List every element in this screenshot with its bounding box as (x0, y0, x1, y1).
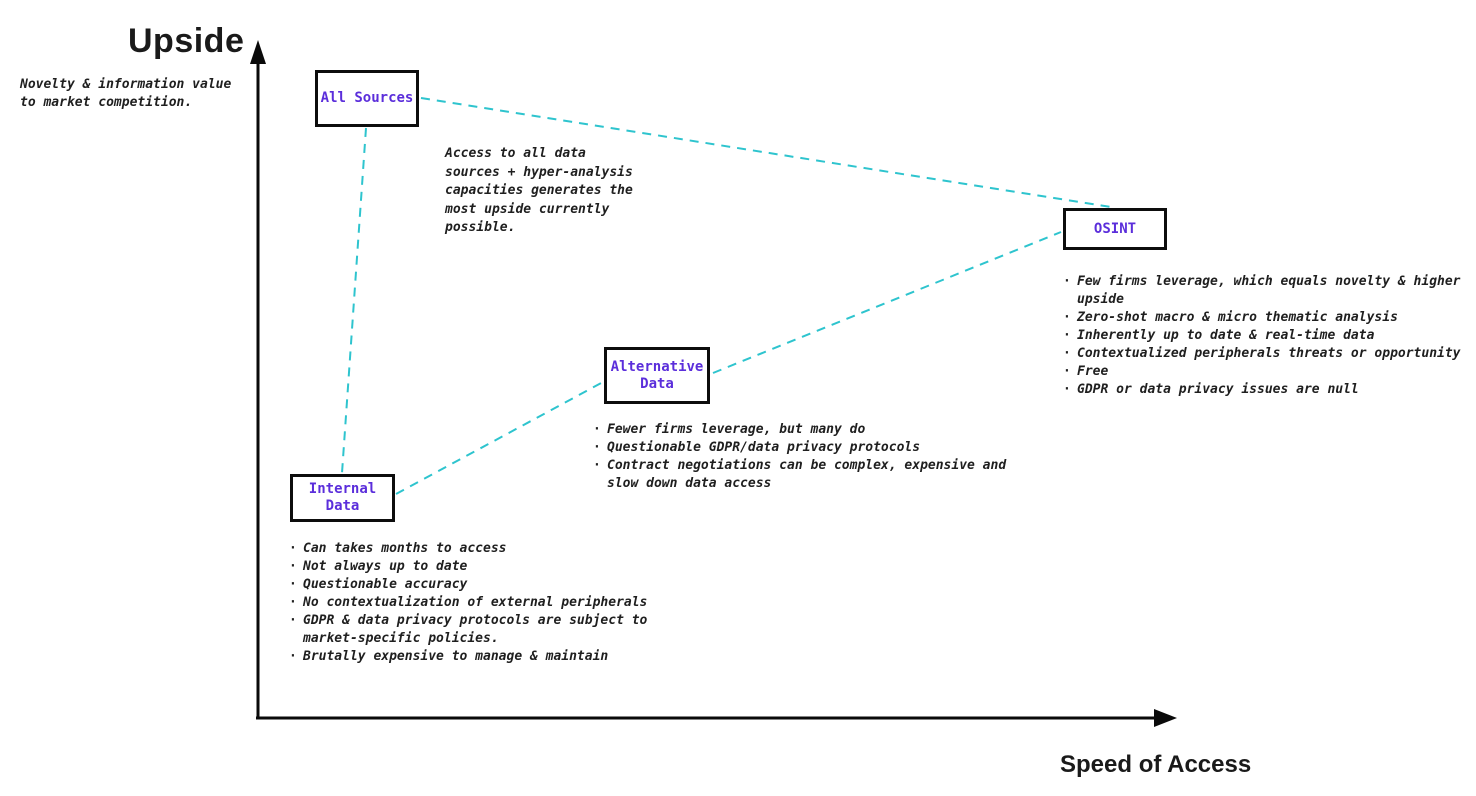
bullet-item: Questionable GDPR/data privacy protocols (593, 439, 1033, 457)
all-sources-note: Access to all data sources + hyper-analy… (445, 146, 633, 235)
bullet-item: Few firms leverage, which equals novelty… (1063, 273, 1475, 309)
node-all-sources-label: All Sources (320, 90, 414, 106)
internal-data-bullet-list: Can takes months to accessNot always up … (289, 540, 689, 666)
node-alternative-data-label: Alternative Data (610, 358, 704, 392)
bullet-item: Free (1063, 363, 1475, 381)
y-axis-arrowhead-icon (250, 40, 266, 64)
alternative-data-bullet-list: Fewer firms leverage, but many doQuestio… (593, 421, 1033, 493)
bullet-item: Fewer firms leverage, but many do (593, 421, 1033, 439)
node-osint-label: OSINT (1093, 220, 1137, 237)
y-axis-title: Upside (128, 22, 245, 60)
connector-allsources-osint (420, 97, 1112, 208)
node-alternative-data: Alternative Data (604, 347, 710, 404)
osint-bullet-list: Few firms leverage, which equals novelty… (1063, 273, 1475, 399)
bullet-item: GDPR or data privacy issues are null (1063, 381, 1475, 399)
x-axis-arrowhead-icon (1154, 709, 1177, 727)
bullet-item: Brutally expensive to manage & maintain (289, 648, 689, 666)
bullet-item: Contextualized peripherals threats or op… (1063, 345, 1475, 363)
bullet-item: No contextualization of external periphe… (289, 594, 689, 612)
node-internal-data-label: Internal Data (308, 481, 377, 514)
node-osint: OSINT (1063, 208, 1167, 250)
bullet-item: Questionable accuracy (289, 576, 689, 594)
y-axis-subtitle: Novelty & information value to market co… (20, 77, 232, 110)
connector-alternativedata-osint (712, 231, 1062, 374)
bullet-item: Inherently up to date & real-time data (1063, 327, 1475, 345)
bullet-item: Contract negotiations can be complex, ex… (593, 457, 1033, 493)
bullet-item: Not always up to date (289, 558, 689, 576)
bullet-item: GDPR & data privacy protocols are subjec… (289, 612, 689, 648)
connector-internaldata-alternativedata (395, 381, 604, 495)
bullet-item: Zero-shot macro & micro thematic analysi… (1063, 309, 1475, 327)
connector-allsources-internaldata (341, 127, 367, 474)
bullet-item: Can takes months to access (289, 540, 689, 558)
node-all-sources: All Sources (315, 70, 419, 127)
node-internal-data: Internal Data (290, 474, 395, 522)
x-axis-title: Speed of Access (1060, 751, 1252, 778)
